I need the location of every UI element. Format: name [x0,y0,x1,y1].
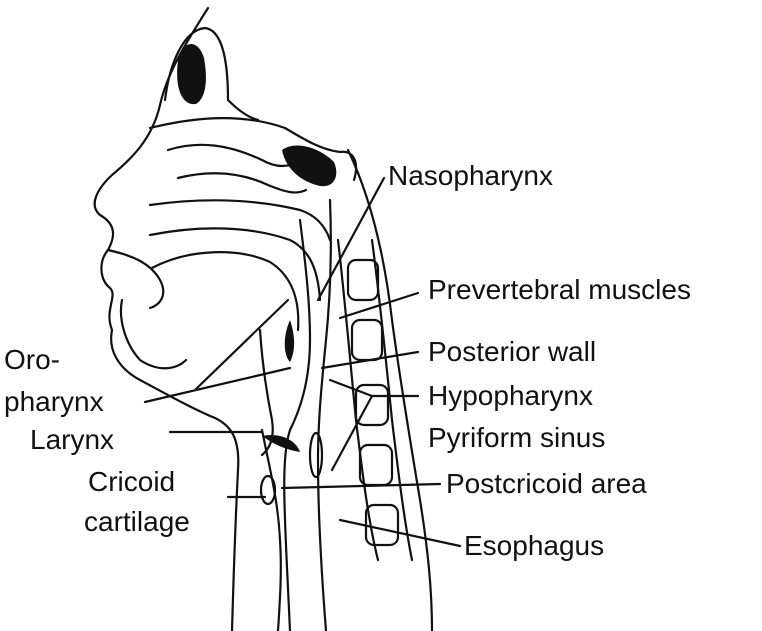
leader-hypopharynx-2 [330,380,372,396]
sphenoid-sinus-shape [282,146,336,187]
vertebra-1 [348,260,378,300]
lips [108,250,163,308]
cricoid-cartilage-shape [261,476,275,504]
label-prevertebral-muscles: Prevertebral muscles [428,274,691,306]
leader-hypopharynx-3 [332,396,372,470]
label-cricoid-line1: Cricoid [88,466,175,498]
nostril-shape [177,44,206,104]
uvula-shape [285,320,294,362]
leader-esophagus [340,520,460,546]
label-posterior-wall: Posterior wall [428,336,596,368]
palate [150,228,320,300]
label-esophagus: Esophagus [464,530,604,562]
vertebra-4 [360,445,392,485]
label-nasopharynx: Nasopharynx [388,160,553,192]
pharynx-posterior-wall [318,200,331,631]
nasal-floor [150,200,330,240]
label-pyriform-sinus: Pyriform sinus [428,422,605,454]
nasal-turbinate-1 [168,145,300,166]
leader-oropharynx-2 [195,300,288,390]
vertebra-2 [352,320,382,360]
label-cricoid-line2: cartilage [84,506,190,538]
larynx-outline [262,430,281,631]
nasal-turbinate-2 [178,173,306,192]
spine-front [338,240,378,560]
label-postcricoid-area: Postcricoid area [446,468,647,500]
tongue-upper [152,252,298,330]
leader-postcricoid [282,484,440,488]
label-oropharynx-line1: Oro- [4,344,60,376]
chin [121,300,186,368]
leader-posterior-wall [322,352,418,368]
label-hypopharynx: Hypopharynx [428,380,593,412]
label-oropharynx-line2: pharynx [4,386,104,418]
leader-nasopharynx [318,178,384,300]
arytenoid-shape [310,433,322,477]
label-larynx: Larynx [30,424,114,456]
